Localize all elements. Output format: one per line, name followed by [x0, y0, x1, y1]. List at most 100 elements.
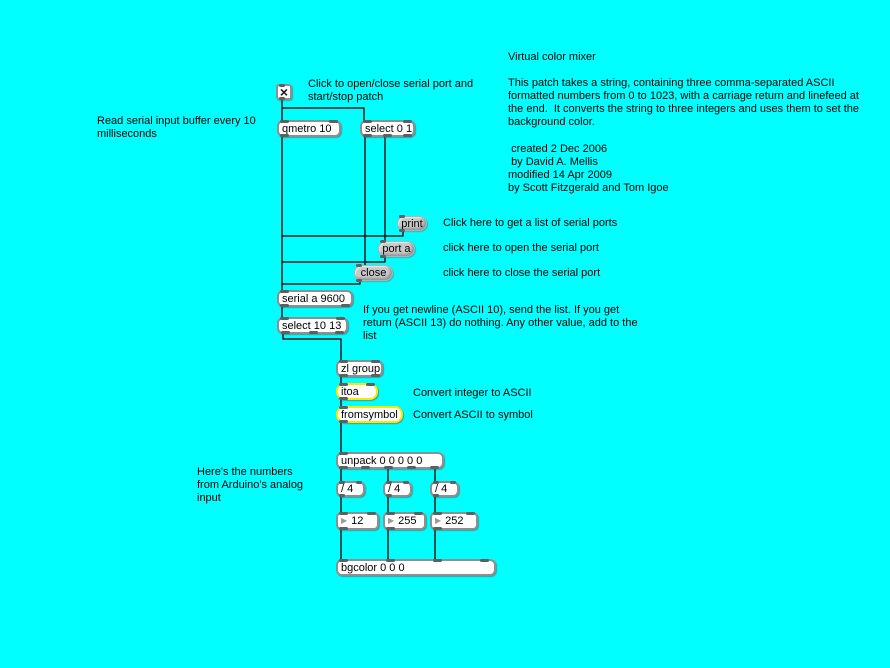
close-message[interactable]: close	[354, 264, 393, 282]
divide-object-red[interactable]: / 4	[336, 481, 365, 497]
outlet-tab	[339, 527, 348, 530]
comment-description: This patch takes a string, containing th…	[508, 77, 859, 128]
qmetro-object[interactable]: qmetro 10	[277, 120, 341, 137]
outlet-tab	[339, 466, 348, 469]
inlet-tab	[386, 559, 395, 562]
message-label: close	[360, 267, 387, 279]
comment-itoa-hint: Convert integer to ASCII	[413, 387, 532, 399]
itoa-object[interactable]: itoa	[336, 383, 378, 400]
print-message[interactable]: print	[397, 215, 427, 232]
inlet-tab	[339, 452, 348, 455]
outlet-tab	[339, 420, 348, 423]
number-arrow-icon: ▶	[435, 516, 442, 525]
inlet-tab	[363, 120, 372, 123]
comment-read-buffer: Read serial input buffer every 10 millis…	[97, 115, 256, 140]
outlet-tab	[280, 134, 289, 137]
port-a-message[interactable]: port a	[378, 240, 415, 258]
inlet-tab	[339, 406, 348, 409]
number-box-blue[interactable]: ▶ 252	[430, 512, 478, 530]
comment-newline-hint: If you get newline (ASCII 10), send the …	[363, 304, 638, 342]
zl-group-object[interactable]: zl group	[336, 360, 383, 377]
comment-numbers-hint: Here's the numbers from Arduino's analog…	[197, 466, 304, 504]
outlet-tab	[433, 494, 439, 497]
outlet-tab	[384, 466, 393, 469]
number-box-green[interactable]: ▶ 255	[383, 512, 426, 530]
inlet-tab	[386, 481, 392, 484]
inlet-tab	[356, 264, 362, 267]
object-label: serial a 9600	[282, 292, 345, 305]
object-label: select 0 1	[365, 122, 413, 135]
inlet-tab	[280, 317, 289, 320]
select-0-1-object[interactable]: select 0 1	[360, 120, 415, 137]
outlet-tab	[356, 279, 362, 282]
outlet-tab	[399, 229, 405, 232]
object-label: select 10 13	[282, 319, 342, 332]
number-arrow-icon: ▶	[388, 516, 395, 525]
number-box-red[interactable]: ▶ 12	[336, 512, 379, 530]
outlet-tab	[433, 527, 442, 530]
comment-open-hint: click here to open the serial port	[443, 242, 599, 254]
object-label: itoa	[341, 385, 359, 398]
inlet-tab	[386, 512, 395, 515]
inlet-tab	[339, 481, 345, 484]
inlet-tab	[280, 290, 289, 293]
object-label: / 4	[341, 483, 354, 495]
bgcolor-object[interactable]: bgcolor 0 0 0	[336, 559, 496, 576]
inlet-tab	[339, 383, 348, 386]
divide-object-green[interactable]: / 4	[383, 481, 412, 497]
object-label: zl group	[341, 362, 381, 375]
comment-print-hint: Click here to get a list of serial ports	[443, 217, 618, 229]
toggle-button[interactable]: ×	[276, 84, 292, 100]
object-label: / 4	[435, 483, 448, 495]
inlet-tab	[336, 317, 345, 320]
object-label: unpack 0 0 0 0 0	[341, 454, 423, 467]
comment-fromsymbol-hint: Convert ASCII to symbol	[413, 409, 533, 421]
inlet-tab	[371, 360, 380, 363]
outlet-tab	[339, 494, 345, 497]
outlet-tab	[403, 134, 412, 137]
object-label: bgcolor 0 0 0	[341, 561, 405, 574]
comment-patch-title: Virtual color mixer	[508, 51, 596, 63]
object-label: fromsymbol	[341, 408, 398, 421]
inlet-tab	[339, 360, 348, 363]
outlet-tab	[309, 331, 318, 334]
message-label: print	[401, 217, 423, 230]
message-label: port a	[382, 243, 411, 255]
fromsymbol-object[interactable]: fromsymbol	[336, 406, 403, 423]
object-label: / 4	[388, 483, 401, 495]
outlet-tab	[341, 304, 350, 307]
outlet-tab	[386, 527, 395, 530]
select-10-13-object[interactable]: select 10 13	[277, 317, 348, 334]
divide-object-blue[interactable]: / 4	[430, 481, 459, 497]
inlet-tab	[480, 559, 489, 562]
inlet-tab	[339, 512, 348, 515]
unpack-object[interactable]: unpack 0 0 0 0 0	[336, 452, 444, 469]
inlet-tab	[280, 120, 289, 123]
toggle-x-icon: ×	[279, 84, 289, 100]
number-arrow-icon: ▶	[341, 516, 348, 525]
inlet-tab	[279, 84, 285, 87]
inlet-tab	[403, 481, 409, 484]
outlet-tab	[383, 134, 392, 137]
serial-object[interactable]: serial a 9600	[277, 290, 353, 307]
comment-close-hint: click here to close the serial port	[443, 267, 601, 279]
outlet-tab	[281, 331, 290, 334]
inlet-tab	[329, 120, 338, 123]
outlet-tab	[386, 494, 392, 497]
inlet-tab	[367, 512, 376, 515]
outlet-tab	[430, 466, 439, 469]
outlet-tab	[339, 374, 348, 377]
number-value: 12	[351, 515, 364, 527]
inlet-tab	[450, 481, 456, 484]
inlet-tab	[414, 512, 423, 515]
inlet-tab	[366, 383, 375, 386]
outlet-tab	[371, 374, 380, 377]
outlet-tab	[407, 466, 416, 469]
outlet-tab	[361, 466, 370, 469]
comment-credits: created 2 Dec 2006 by David A. Mellis mo…	[508, 143, 669, 194]
inlet-tab	[403, 120, 412, 123]
inlet-tab	[433, 481, 439, 484]
inlet-tab	[356, 481, 362, 484]
